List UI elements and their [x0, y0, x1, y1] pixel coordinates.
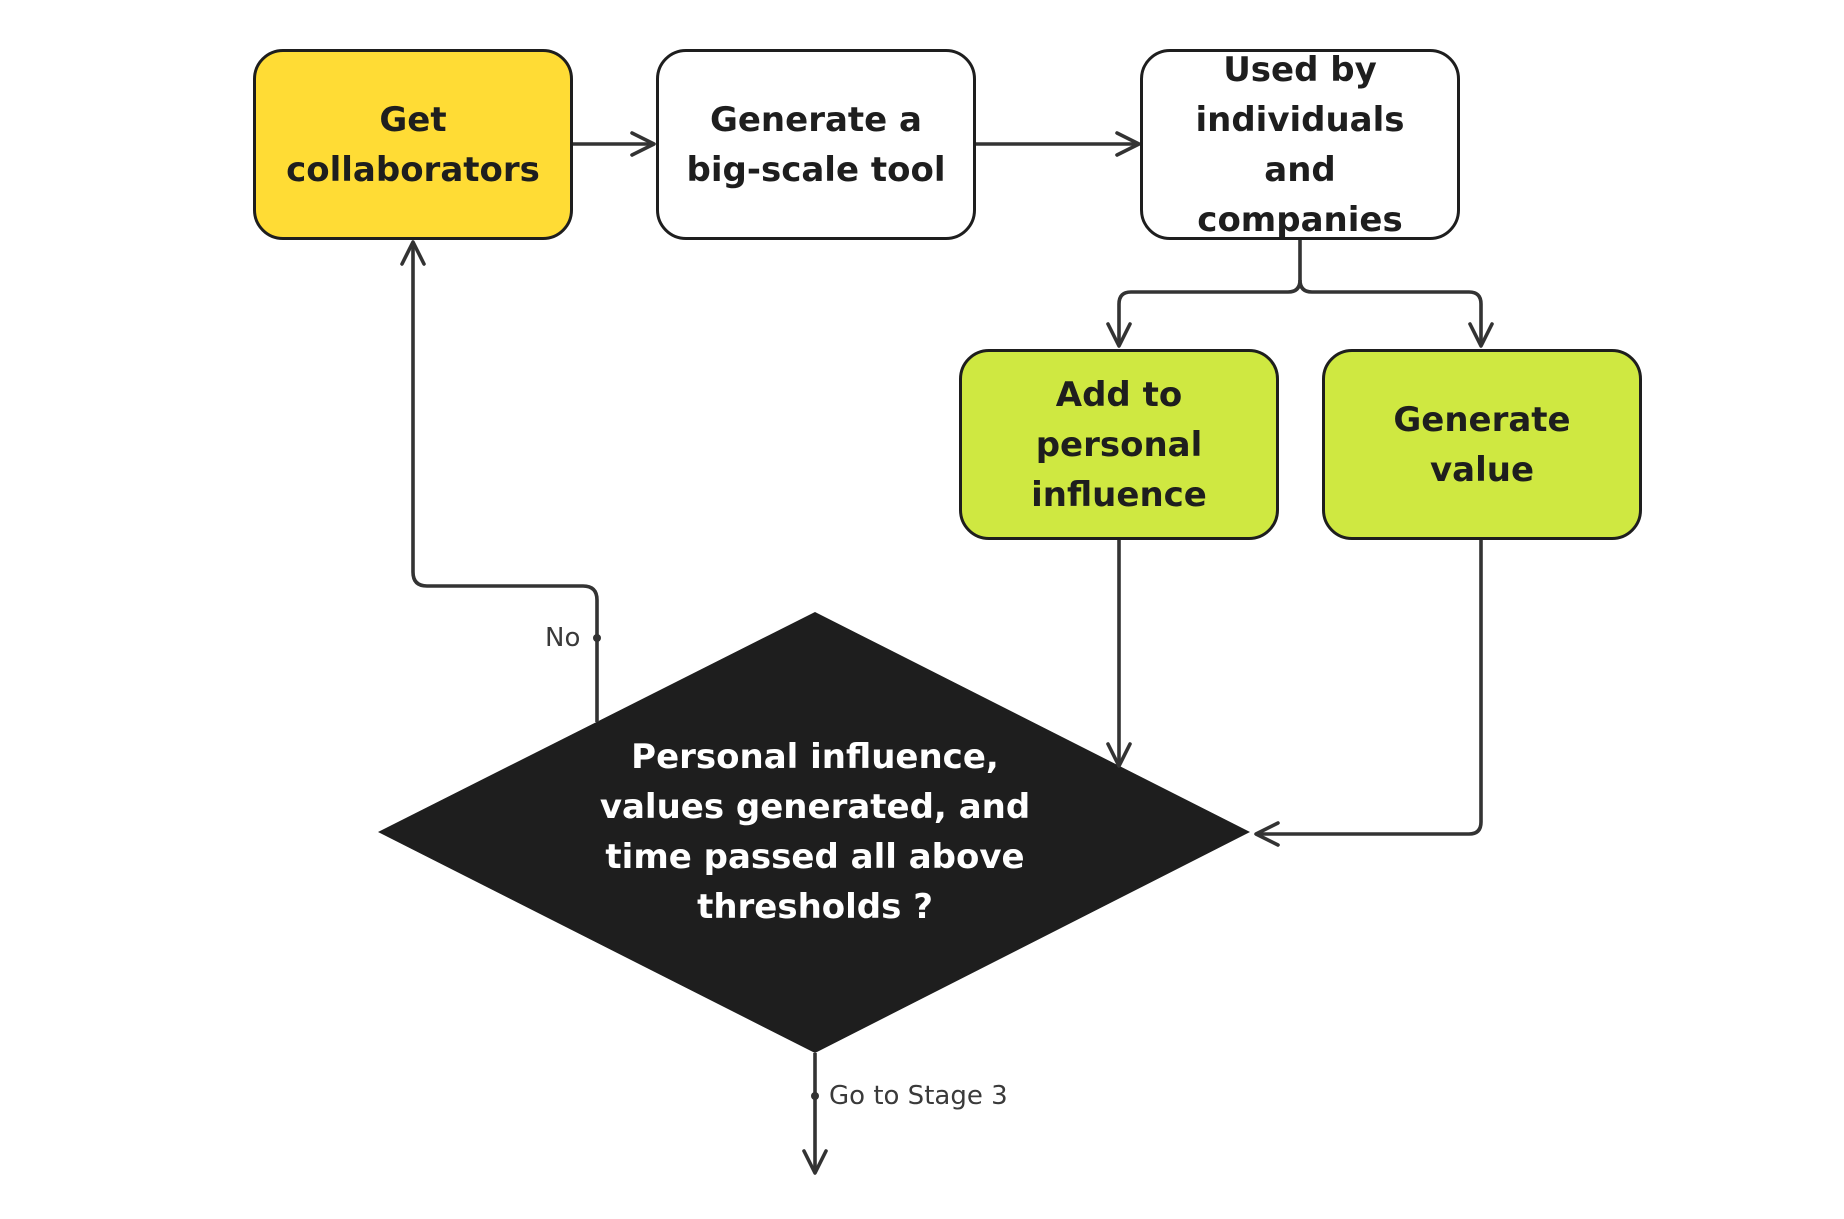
edge-usedby-to-influence [1106, 238, 1302, 348]
node-add-influence-label: Add to personal influence [1031, 374, 1207, 515]
node-used-by-label: Used by individuals and companies [1195, 49, 1405, 240]
node-generate-tool[interactable]: Generate a big-scale tool [656, 49, 976, 240]
edge-label-no: No [545, 622, 581, 654]
stage3-label-dot [811, 1092, 819, 1100]
edge-decision-no-to-collaborators [400, 240, 599, 722]
node-generate-value[interactable]: Generate value [1322, 349, 1642, 540]
node-get-collaborators[interactable]: Get collaborators [253, 49, 573, 240]
node-generate-tool-label: Generate a big-scale tool [686, 99, 946, 190]
node-get-collaborators-label: Get collaborators [286, 99, 540, 190]
decision-label-box[interactable]: Personal influence, values generated, an… [598, 732, 1032, 932]
edge-usedby-to-value [1298, 279, 1494, 348]
edge-value-to-decision [1254, 540, 1483, 847]
edge-label-go-stage3: Go to Stage 3 [829, 1080, 1008, 1112]
node-add-influence[interactable]: Add to personal influence [959, 349, 1279, 540]
decision-diamond [378, 612, 1250, 1053]
no-label-dot [593, 634, 601, 642]
edge-label-go-stage3-text: Go to Stage 3 [829, 1081, 1008, 1111]
edge-label-no-text: No [545, 623, 581, 653]
node-used-by[interactable]: Used by individuals and companies [1140, 49, 1460, 240]
node-generate-value-label: Generate value [1393, 399, 1571, 490]
decision-label: Personal influence, values generated, an… [599, 737, 1031, 927]
